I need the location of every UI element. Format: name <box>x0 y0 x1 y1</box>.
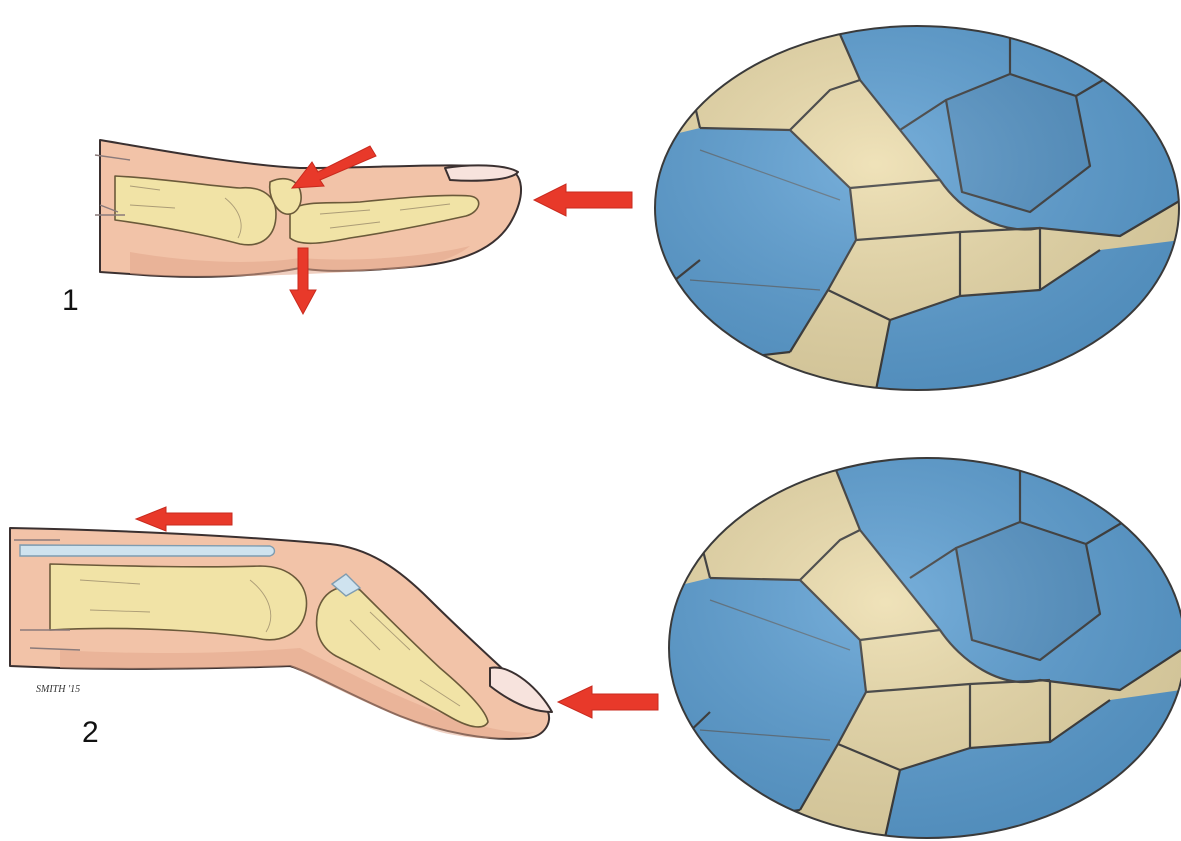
arrow-left-icon <box>534 184 632 216</box>
arrow-left-icon-2 <box>558 686 658 718</box>
panel-label-1: 1 <box>62 284 79 317</box>
panel-label-2: 2 <box>82 716 99 749</box>
handball-icon-2 <box>660 455 1181 841</box>
panel-2: SMITH '15 <box>10 455 1181 841</box>
artist-signature: SMITH '15 <box>36 684 80 695</box>
arrow-left-icon-tendon <box>136 507 232 531</box>
nail <box>445 165 518 180</box>
panel-1: 1 <box>62 0 1181 420</box>
handball-icon <box>650 0 1181 420</box>
finger-mallet: SMITH '15 <box>10 528 552 739</box>
extensor-tendon <box>20 545 275 556</box>
